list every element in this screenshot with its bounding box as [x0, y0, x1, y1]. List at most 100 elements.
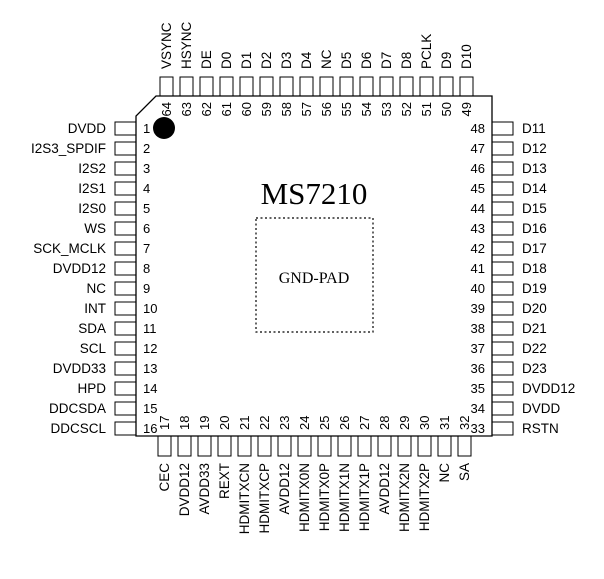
pin-46	[491, 161, 514, 176]
pin-26	[337, 435, 352, 457]
pin-number: 25	[317, 416, 332, 430]
pin-29	[397, 435, 412, 457]
pin-name: I2S1	[78, 181, 106, 196]
pin-name: PCLK	[419, 34, 434, 69]
pin-number: 41	[471, 261, 485, 276]
pin-name: D5	[339, 52, 354, 69]
pin-name: D14	[522, 181, 547, 196]
pin-27	[357, 435, 372, 457]
pin-55	[339, 76, 354, 97]
pin-number: 44	[471, 201, 485, 216]
pin-name: DDCSCL	[50, 421, 106, 436]
pin-30	[417, 435, 432, 457]
pin-60	[239, 76, 254, 97]
pin-number: 12	[143, 341, 157, 356]
pin-42	[491, 241, 514, 256]
pin-17	[157, 435, 172, 457]
gnd-pad-label: GND-PAD	[279, 270, 350, 287]
pin-name: I2S3_SPDIF	[31, 141, 106, 156]
pin-8	[114, 261, 137, 276]
pin-number: 1	[143, 121, 150, 136]
pin-number: 4	[143, 181, 150, 196]
pin-name: AVDD12	[277, 463, 292, 515]
pin-58	[279, 76, 294, 97]
pin-name: DVDD33	[53, 361, 106, 376]
pin-name: HDMITX2P	[417, 463, 432, 531]
pin-36	[491, 361, 514, 376]
pin-50	[439, 76, 454, 97]
pin-number: 17	[157, 416, 172, 430]
pin-62	[199, 76, 214, 97]
pin-2	[114, 141, 137, 156]
pin-name: DVDD12	[53, 261, 106, 276]
pin-number: 29	[397, 416, 412, 430]
pin-name: HDMITX1N	[337, 463, 352, 532]
pin-number: 26	[337, 416, 352, 430]
pin-38	[491, 321, 514, 336]
pin-name: DVDD12	[522, 381, 575, 396]
pin-number: 43	[471, 221, 485, 236]
pin-9	[114, 281, 137, 296]
pin-name: D16	[522, 221, 547, 236]
pin-name: D4	[299, 51, 314, 69]
pin-number: 54	[359, 102, 374, 116]
pin-name: WS	[84, 221, 106, 236]
pin-name: D18	[522, 261, 547, 276]
pin-5	[114, 201, 137, 216]
pin-28	[377, 435, 392, 457]
pin-3	[114, 161, 137, 176]
pin-number: 53	[379, 102, 394, 116]
pin-number: 46	[471, 161, 485, 176]
pin-name: D1	[239, 52, 254, 69]
chip-part-number: MS7210	[261, 176, 368, 211]
pin-44	[491, 201, 514, 216]
pin-name: I2S0	[78, 201, 106, 216]
pin-number: 50	[439, 102, 454, 116]
pin-name: DVDD	[68, 121, 107, 136]
pin-name: HDMITX2N	[397, 463, 412, 532]
pin-number: 49	[459, 102, 474, 116]
pin-number: 36	[471, 361, 485, 376]
pin-32	[457, 435, 472, 457]
pin-13	[114, 361, 137, 376]
pin-number: 58	[279, 102, 294, 116]
pin-number: 27	[357, 416, 372, 430]
pin-51	[419, 76, 434, 97]
pin-number: 47	[471, 141, 485, 156]
pin-name: HDMITX0N	[297, 463, 312, 532]
pin-name: RSTN	[522, 421, 559, 436]
pin-name: DVDD	[522, 401, 561, 416]
pin-name: DE	[199, 50, 214, 69]
pin-57	[299, 76, 314, 97]
pin-name: INT	[84, 301, 106, 316]
pin-name: AVDD12	[377, 463, 392, 515]
pin-number: 24	[297, 416, 312, 430]
pin-number: 3	[143, 161, 150, 176]
pin-name: D11	[522, 121, 546, 136]
pin-name: D23	[522, 361, 547, 376]
pin-name: NC	[319, 49, 334, 69]
pin-name: DDCSDA	[49, 401, 106, 416]
pin-22	[257, 435, 272, 457]
pin-number: 51	[419, 102, 434, 116]
pin-name: SCK_MCLK	[33, 241, 106, 256]
pin1-marker-dot	[153, 117, 175, 139]
pin-name: D13	[522, 161, 547, 176]
pin-number: 2	[143, 141, 150, 156]
pin-name: HDMITX0P	[317, 463, 332, 531]
pin-34	[491, 401, 514, 416]
pin-53	[379, 76, 394, 97]
pin-48	[491, 121, 514, 136]
pin-33	[491, 421, 514, 436]
pin-name: NC	[437, 463, 452, 483]
pin-number: 15	[143, 401, 157, 416]
pin-12	[114, 341, 137, 356]
pin-61	[219, 76, 234, 97]
pin-52	[399, 76, 414, 97]
pin-number: 21	[237, 416, 252, 430]
pin-number: 60	[239, 102, 254, 116]
pin-number: 13	[143, 361, 157, 376]
pin-number: 48	[471, 121, 485, 136]
